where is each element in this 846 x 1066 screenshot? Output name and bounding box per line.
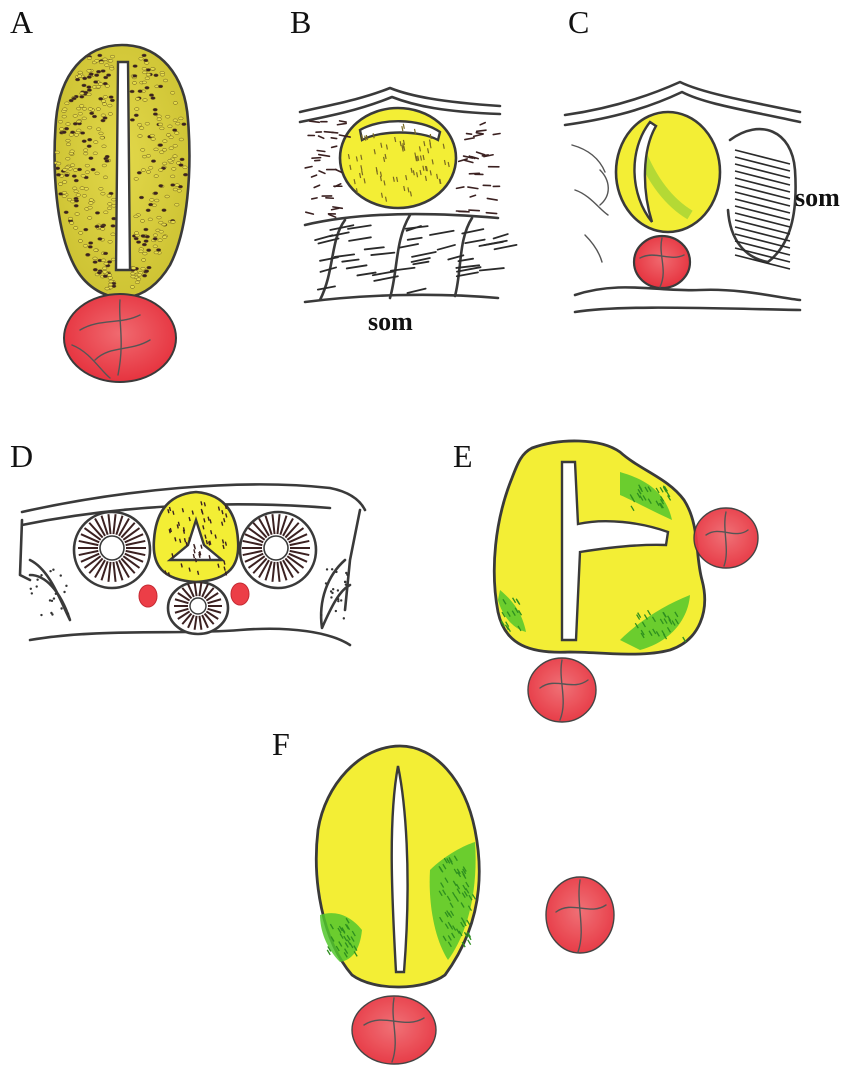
notochord-f-right [546, 877, 614, 953]
endoderm-c [575, 287, 800, 300]
notochord-f-bottom [352, 996, 436, 1064]
panel-a: A [10, 4, 189, 382]
panel-f: F [272, 726, 614, 1064]
panel-b: B som [290, 4, 517, 336]
notochord-a [64, 294, 176, 382]
neural-tube-c [616, 112, 720, 232]
panel-e-letter: E [453, 438, 473, 474]
som-label-c: som [795, 183, 840, 212]
neural-tube-d [154, 492, 238, 582]
ectoderm-c [565, 82, 800, 115]
dorsal-aorta-left [139, 585, 157, 607]
dorsal-aorta-right [231, 583, 249, 605]
somites-b [305, 214, 517, 302]
notochord-e-bottom [528, 658, 596, 722]
panel-d: D [10, 438, 365, 645]
somite-d-left [74, 512, 150, 588]
panel-a-letter: A [10, 4, 33, 40]
panel-b-letter: B [290, 4, 311, 40]
panel-e: E [453, 438, 758, 722]
panel-f-letter: F [272, 726, 290, 762]
neural-tube-b [340, 108, 456, 208]
somite-c [728, 129, 796, 269]
notochord-e-right [694, 508, 758, 568]
panel-d-letter: D [10, 438, 33, 474]
notochord-c [634, 236, 690, 288]
mesenchyme-c [572, 145, 608, 262]
som-label-b: som [368, 307, 413, 336]
lumen-a [116, 62, 130, 270]
somite-d-right [240, 512, 316, 588]
somite-d-bottom [168, 582, 228, 634]
panel-c: C som [565, 4, 840, 312]
panel-c-letter: C [568, 4, 589, 40]
